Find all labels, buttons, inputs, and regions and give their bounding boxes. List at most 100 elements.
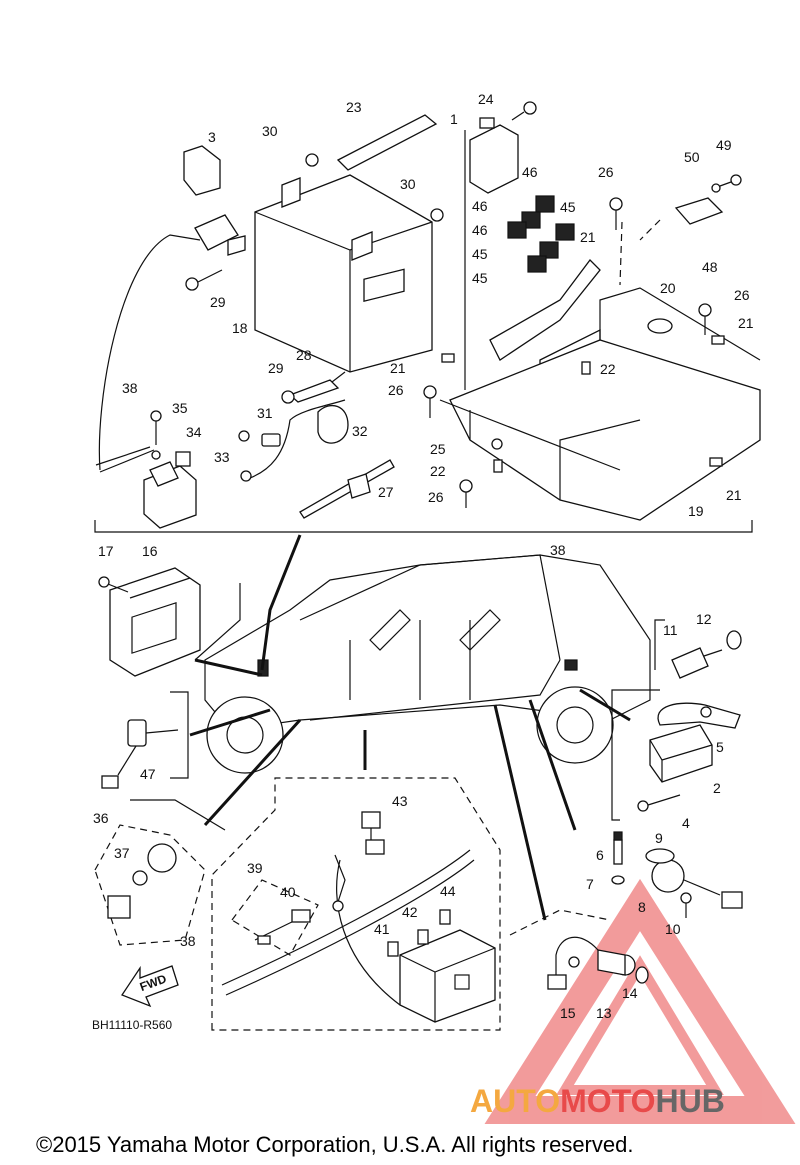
o-ring-9 — [645, 848, 675, 864]
callout-46a: 46 — [522, 164, 538, 180]
callout-13: 13 — [596, 1005, 612, 1021]
washer-50 — [711, 183, 721, 193]
sub-harness-39 — [231, 879, 319, 956]
starter-relay-33 — [95, 446, 197, 529]
callout-21b: 21 — [738, 315, 754, 331]
callout-3: 3 — [208, 129, 216, 145]
tray-19 — [449, 287, 761, 521]
bolt-10 — [680, 892, 692, 918]
callout-18: 18 — [232, 320, 248, 336]
ground-lead — [332, 854, 346, 912]
bracket-11 — [654, 619, 665, 670]
clip-21 — [441, 335, 725, 467]
top-group-bracket — [94, 520, 753, 533]
callout-46c: 46 — [472, 222, 488, 238]
callout-49: 49 — [716, 137, 732, 153]
bracket-36 — [130, 799, 226, 831]
callout-24: 24 — [478, 91, 494, 107]
relay-assembly-1 — [469, 117, 519, 194]
callout-32: 32 — [352, 423, 368, 439]
callout-44: 44 — [440, 883, 456, 899]
callout-38c: 38 — [180, 933, 196, 949]
callout-45b: 45 — [472, 246, 488, 262]
fwd-arrow: FWD — [121, 965, 179, 1008]
callout-22a: 22 — [600, 361, 616, 377]
sensor-8 — [651, 859, 743, 909]
callout-46b: 46 — [472, 198, 488, 214]
cdi-unit-16 — [109, 567, 201, 677]
watermark-hub: HUB — [655, 1083, 724, 1119]
callout-34: 34 — [186, 424, 202, 440]
fuse-box — [399, 929, 496, 1023]
callout-31: 31 — [257, 405, 273, 421]
sensor-13 — [547, 936, 636, 990]
callout-43: 43 — [392, 793, 408, 809]
callout-36: 36 — [93, 810, 109, 826]
o-ring-14 — [635, 966, 649, 984]
callout-45c: 45 — [472, 270, 488, 286]
clamp-3 — [183, 145, 221, 196]
washer-7 — [611, 875, 625, 885]
relay-cover-34 — [175, 451, 191, 467]
cable-tie-27 — [299, 459, 395, 519]
vehicle-illustration — [204, 554, 651, 774]
callout-9: 9 — [655, 830, 663, 846]
callout-33: 33 — [214, 449, 230, 465]
battery-strap — [336, 114, 438, 171]
leader-to-coil — [579, 688, 631, 722]
callout-50: 50 — [684, 149, 700, 165]
fuse-holder-wire — [98, 214, 246, 471]
bolt-17 — [98, 576, 129, 593]
nut-25 — [491, 438, 503, 450]
callout-29b: 29 — [268, 360, 284, 376]
callout-23: 23 — [346, 99, 362, 115]
callout-48: 48 — [702, 259, 718, 275]
o-ring-12 — [726, 630, 742, 650]
callout-26b: 26 — [734, 287, 750, 303]
leader-to-switch-36 — [203, 718, 302, 827]
copyright-notice: ©2015 Yamaha Motor Corporation, U.S.A. A… — [36, 1132, 633, 1157]
callout-25: 25 — [430, 441, 446, 457]
spark-plug-6 — [613, 831, 623, 865]
leader-to-cdi — [194, 658, 263, 677]
callout-45a: 45 — [560, 199, 576, 215]
sensor-48 — [674, 197, 724, 225]
callout-39: 39 — [247, 860, 263, 876]
sensor-47 — [101, 719, 179, 789]
fuse-41 — [387, 941, 399, 957]
battery-terminal-cap — [281, 177, 373, 261]
bolt-29a — [185, 269, 223, 291]
bolt-26b — [423, 385, 437, 418]
bracket-47 — [170, 691, 189, 779]
callout-14: 14 — [622, 985, 638, 1001]
callout-20: 20 — [660, 280, 676, 296]
callout-35: 35 — [172, 400, 188, 416]
callout-38b: 38 — [550, 542, 566, 558]
connector-43 — [361, 811, 385, 855]
sensor-11 — [671, 647, 723, 679]
bolt-26a — [609, 197, 623, 230]
callout-1: 1 — [450, 111, 458, 127]
callout-17: 17 — [98, 543, 114, 559]
callout-21d: 21 — [726, 487, 742, 503]
leader-relay — [619, 219, 661, 286]
callout-16: 16 — [142, 543, 158, 559]
callout-37: 37 — [114, 845, 130, 861]
leader-to-sensor-8 — [528, 699, 577, 831]
watermark-moto: MOTO — [560, 1083, 655, 1119]
leader-tray — [439, 399, 621, 471]
grommet-20 — [647, 318, 673, 334]
fuse-44 — [439, 909, 451, 925]
bolt-26c — [459, 479, 473, 508]
watermark-text: AUTOMOTOHUB — [470, 1083, 725, 1119]
callout-6: 6 — [596, 847, 604, 863]
callout-41: 41 — [374, 921, 390, 937]
callout-12: 12 — [696, 611, 712, 627]
callout-30b: 30 — [400, 176, 416, 192]
bracket-16 — [194, 583, 241, 661]
callout-7: 7 — [586, 876, 594, 892]
bracket-coil — [611, 689, 660, 821]
callout-29a: 29 — [210, 294, 226, 310]
battery-lead-31 — [238, 399, 346, 482]
